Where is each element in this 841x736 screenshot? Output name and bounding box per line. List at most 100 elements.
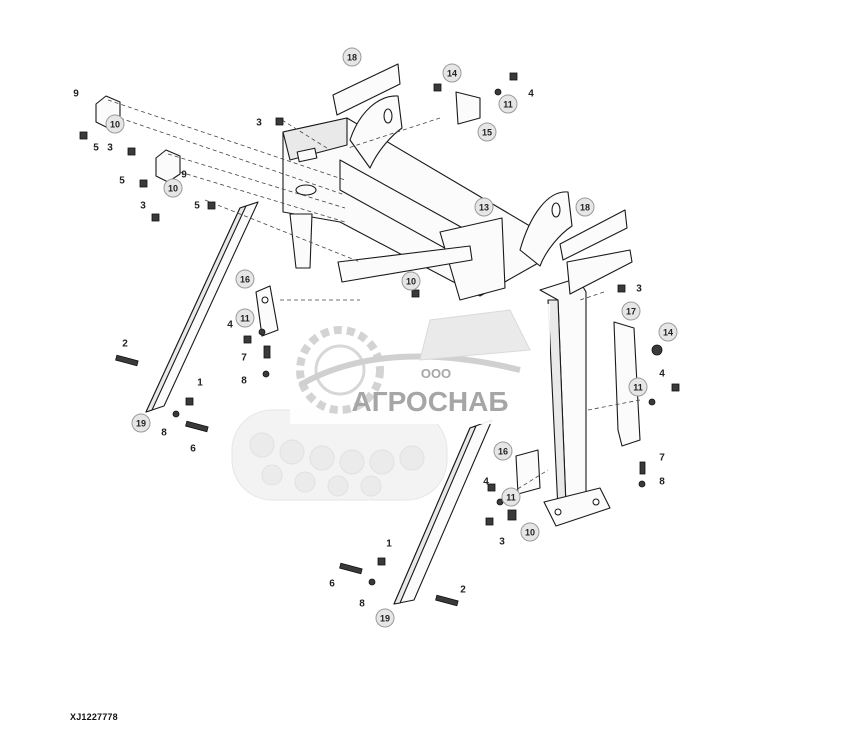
callout-9: 9 xyxy=(181,170,187,181)
bracket-17 xyxy=(613,321,641,447)
callout-7: 7 xyxy=(659,453,665,464)
callout-label: 3 xyxy=(107,143,113,154)
callout-17: 17 xyxy=(621,301,641,321)
callout-circle xyxy=(501,487,521,507)
callout-circle xyxy=(493,441,513,461)
callout-5: 5 xyxy=(194,201,200,212)
callout-4: 4 xyxy=(227,320,233,331)
callout-label: 1 xyxy=(197,378,203,389)
callout-4: 4 xyxy=(659,369,665,380)
callout-label: 19 xyxy=(380,614,390,624)
callout-10: 10 xyxy=(520,522,540,542)
callout-label: 7 xyxy=(241,353,247,364)
callout-label: 4 xyxy=(528,89,534,100)
clamp-9-lower xyxy=(155,149,181,183)
callout-18: 18 xyxy=(575,197,595,217)
callout-15: 15 xyxy=(477,122,497,142)
callout-1: 1 xyxy=(197,378,203,389)
callout-3: 3 xyxy=(636,284,642,295)
callout-18: 18 xyxy=(342,47,362,67)
strut-19-left xyxy=(145,201,259,413)
bracket-16-left xyxy=(255,285,279,337)
callout-circle xyxy=(621,301,641,321)
callout-label: 4 xyxy=(227,320,233,331)
callout-circle xyxy=(442,63,462,83)
callout-label: 16 xyxy=(498,447,508,457)
callout-circle xyxy=(131,413,151,433)
callout-11: 11 xyxy=(235,308,255,328)
callout-label: 2 xyxy=(122,339,128,350)
callout-4: 4 xyxy=(483,477,489,488)
callout-label: 10 xyxy=(406,277,416,287)
callout-8: 8 xyxy=(359,599,365,610)
callout-label: 5 xyxy=(93,143,99,154)
callout-14: 14 xyxy=(658,322,678,342)
callout-3: 3 xyxy=(107,143,113,154)
main-frame-assembly xyxy=(255,63,641,527)
bracket-plate-18-right xyxy=(559,209,628,261)
callout-circle xyxy=(477,122,497,142)
callout-circle xyxy=(163,178,183,198)
callout-8: 8 xyxy=(241,376,247,387)
callout-label: 6 xyxy=(190,444,196,455)
callout-circle xyxy=(474,197,494,217)
callout-label: 1 xyxy=(386,539,392,550)
callout-circle xyxy=(235,308,255,328)
callout-label: 17 xyxy=(626,307,636,317)
callout-label: 18 xyxy=(580,203,590,213)
callout-label: 3 xyxy=(256,118,262,129)
callout-circle xyxy=(520,522,540,542)
callout-label: 6 xyxy=(329,579,335,590)
callout-circle xyxy=(628,377,648,397)
callout-3: 3 xyxy=(499,537,505,548)
callout-8: 8 xyxy=(659,477,665,488)
callout-10: 10 xyxy=(163,178,183,198)
callout-circle xyxy=(401,271,421,291)
callout-label: 16 xyxy=(240,275,250,285)
callout-label: 9 xyxy=(73,89,79,100)
callout-circle xyxy=(235,269,255,289)
callout-label: 2 xyxy=(460,585,466,596)
callout-6: 6 xyxy=(190,444,196,455)
callout-5: 5 xyxy=(93,143,99,154)
callout-2: 2 xyxy=(460,585,466,596)
callout-5: 5 xyxy=(119,176,125,187)
callout-circle xyxy=(105,114,125,134)
callout-10: 10 xyxy=(105,114,125,134)
callout-label: 15 xyxy=(482,128,492,138)
callout-label: 14 xyxy=(663,328,673,338)
callout-label: 8 xyxy=(659,477,665,488)
callout-label: 11 xyxy=(633,383,643,393)
callout-9: 9 xyxy=(73,89,79,100)
callout-label: 4 xyxy=(659,369,665,380)
bracket-plate-18-upper xyxy=(332,63,401,116)
callout-label: 19 xyxy=(136,419,146,429)
callout-label: 3 xyxy=(636,284,642,295)
callout-label: 18 xyxy=(347,53,357,63)
callout-label: 11 xyxy=(240,314,250,324)
callout-label: 11 xyxy=(506,493,516,503)
figure-id: XJ1227778 xyxy=(70,712,118,722)
callout-circle xyxy=(342,47,362,67)
watermark-line2: АГРОСНАБ xyxy=(352,386,509,417)
callout-label: 13 xyxy=(479,203,489,213)
callout-circle xyxy=(375,608,395,628)
callout-label: 10 xyxy=(525,528,535,538)
callout-label: 8 xyxy=(241,376,247,387)
callout-circle xyxy=(498,94,518,114)
callout-circle xyxy=(575,197,595,217)
callout-8: 8 xyxy=(161,428,167,439)
callout-3: 3 xyxy=(256,118,262,129)
callout-3: 3 xyxy=(140,201,146,212)
callout-label: 5 xyxy=(194,201,200,212)
callout-11: 11 xyxy=(628,377,648,397)
callout-4: 4 xyxy=(528,89,534,100)
assembly-lines xyxy=(107,99,641,501)
bracket-16-right xyxy=(515,449,541,495)
callout-label: 10 xyxy=(110,120,120,130)
callout-circle xyxy=(658,322,678,342)
callout-1: 1 xyxy=(386,539,392,550)
callout-14: 14 xyxy=(442,63,462,83)
